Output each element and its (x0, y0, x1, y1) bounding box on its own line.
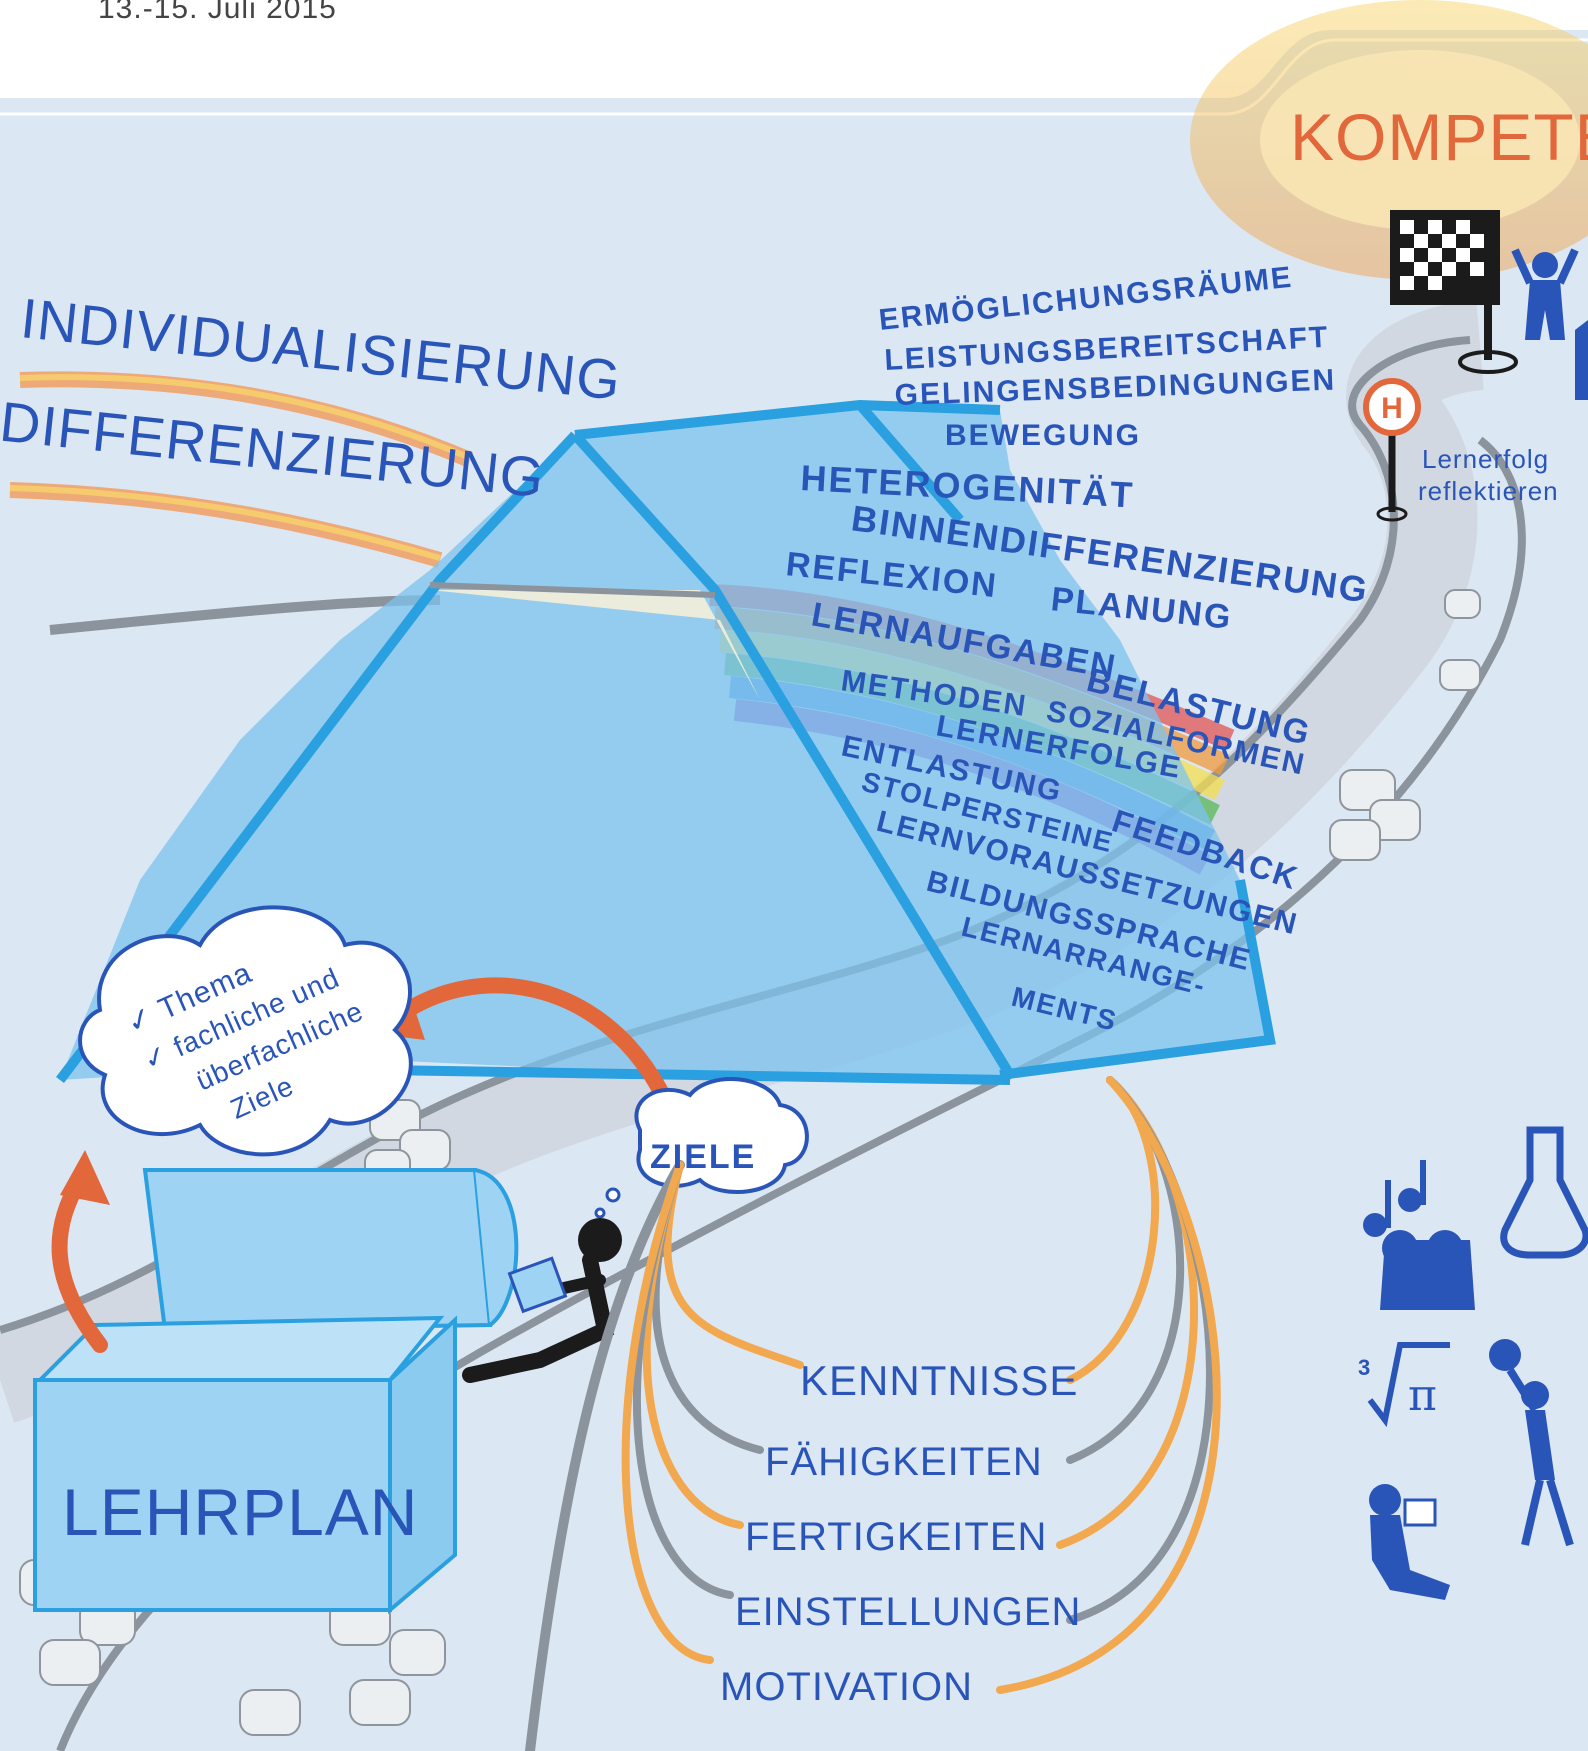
lehrplan-label: LEHRPLAN (62, 1475, 418, 1549)
reading-person-icon (462, 1218, 622, 1383)
svg-text:3: 3 (1358, 1355, 1370, 1380)
goal-kompetenz: KOMPETENZ (1290, 100, 1588, 174)
sun-burst (1190, 0, 1588, 280)
basketball-player-icon (1489, 1339, 1574, 1547)
root-faehigkeiten: FÄHIGKEITEN (765, 1440, 1043, 1484)
root-einstellungen: EINSTELLUNGEN (735, 1590, 1081, 1634)
root-fertigkeiten: FERTIGKEITEN (745, 1515, 1047, 1559)
goals-cloud (78, 905, 413, 1157)
reading-child-icon (1369, 1484, 1450, 1600)
ziele-label: ZIELE (650, 1138, 756, 1176)
root-kenntnisse: KENNTNISSE (800, 1357, 1078, 1404)
lehrplan-chest (33, 1168, 519, 1615)
root-labels: KENNTNISSE FÄHIGKEITEN FERTIGKEITEN EINS… (720, 1357, 1081, 1709)
stop-sign-letter: H (1381, 392, 1403, 425)
prism (56, 399, 1276, 1085)
curved-arrows (51, 977, 668, 1353)
roots (525, 1076, 1221, 1751)
finish-flag-icon (1390, 210, 1518, 374)
bus-stop-icon: H (1363, 378, 1421, 522)
root-motivation: MOTIVATION (720, 1665, 973, 1709)
lab-flask-icon (1500, 1126, 1588, 1259)
music-notes-icon (1363, 1160, 1475, 1310)
date-label: 13.-15. Juli 2015 (98, 0, 337, 25)
incoming-rays (9, 371, 474, 635)
cheering-people-icon (1511, 248, 1588, 400)
math-root-icon: 3 π (1358, 1342, 1450, 1428)
stop-label-line2: reflektieren (1418, 476, 1559, 506)
arrow-head-left (60, 1150, 110, 1205)
stop-label-line1: Lernerfolg (1422, 444, 1549, 474)
stop-label: Lernerfolg reflektieren (1418, 444, 1559, 506)
svg-text:π: π (1408, 1370, 1437, 1421)
term-bewegung: BEWEGUNG (945, 419, 1141, 452)
